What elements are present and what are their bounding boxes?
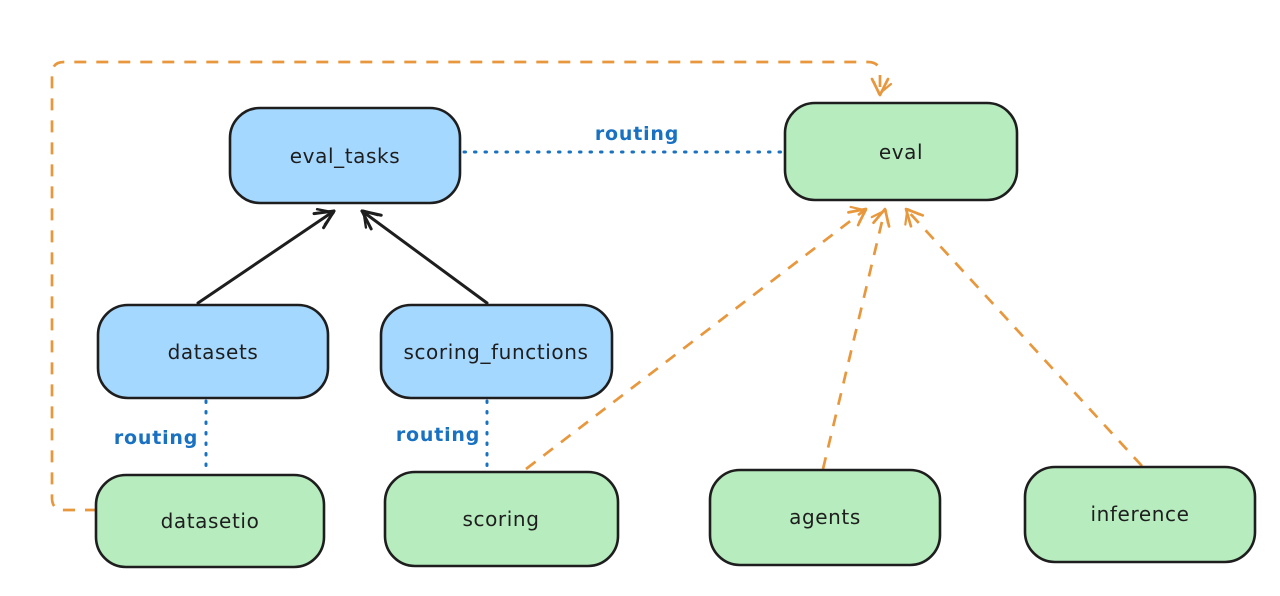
edge-scoring-functions-to-eval-tasks-arrow[interactable] bbox=[360, 209, 489, 305]
node-datasets-box[interactable] bbox=[96, 303, 330, 400]
edge-agents-to-eval-arrow[interactable] bbox=[821, 207, 891, 470]
node-scoring-functions[interactable]: scoring_functions bbox=[379, 303, 614, 400]
edge-datasets-to-eval-tasks-arrow[interactable] bbox=[196, 207, 336, 305]
routing-label: routing bbox=[114, 427, 198, 449]
node-datasetio[interactable]: datasetio bbox=[94, 473, 326, 569]
routing-label: routing bbox=[396, 424, 480, 446]
node-scoring-functions-box[interactable] bbox=[379, 303, 614, 400]
node-scoring[interactable]: scoring bbox=[383, 470, 620, 568]
node-eval[interactable]: eval bbox=[783, 101, 1019, 202]
node-eval-tasks-label: eval_tasks bbox=[290, 144, 400, 168]
node-agents-label: agents bbox=[789, 505, 861, 529]
node-scoring-box[interactable] bbox=[383, 470, 620, 568]
edge-datasetio-to-eval-arrow[interactable] bbox=[50, 60, 893, 512]
node-scoring-functions-label: scoring_functions bbox=[403, 340, 588, 364]
node-scoring-label: scoring bbox=[462, 507, 539, 531]
node-inference-box[interactable] bbox=[1023, 465, 1257, 564]
node-datasets-label: datasets bbox=[168, 340, 259, 364]
node-datasetio-label: datasetio bbox=[161, 509, 260, 533]
edge-scoring-to-eval-arrow[interactable] bbox=[525, 205, 868, 471]
node-inference-label: inference bbox=[1090, 502, 1189, 526]
node-eval-box[interactable] bbox=[783, 101, 1019, 202]
node-agents[interactable]: agents bbox=[708, 468, 942, 567]
node-datasetio-box[interactable] bbox=[94, 473, 326, 569]
node-agents-box[interactable] bbox=[708, 468, 942, 567]
node-eval-label: eval bbox=[879, 140, 923, 164]
node-inference[interactable]: inference bbox=[1023, 465, 1257, 564]
node-datasets[interactable]: datasets bbox=[96, 303, 330, 400]
node-eval-tasks-box[interactable] bbox=[228, 106, 462, 205]
node-eval-tasks[interactable]: eval_tasks bbox=[228, 106, 462, 205]
edge-inference-to-eval-arrow[interactable] bbox=[904, 207, 1143, 467]
routing-label: routing bbox=[595, 123, 679, 145]
